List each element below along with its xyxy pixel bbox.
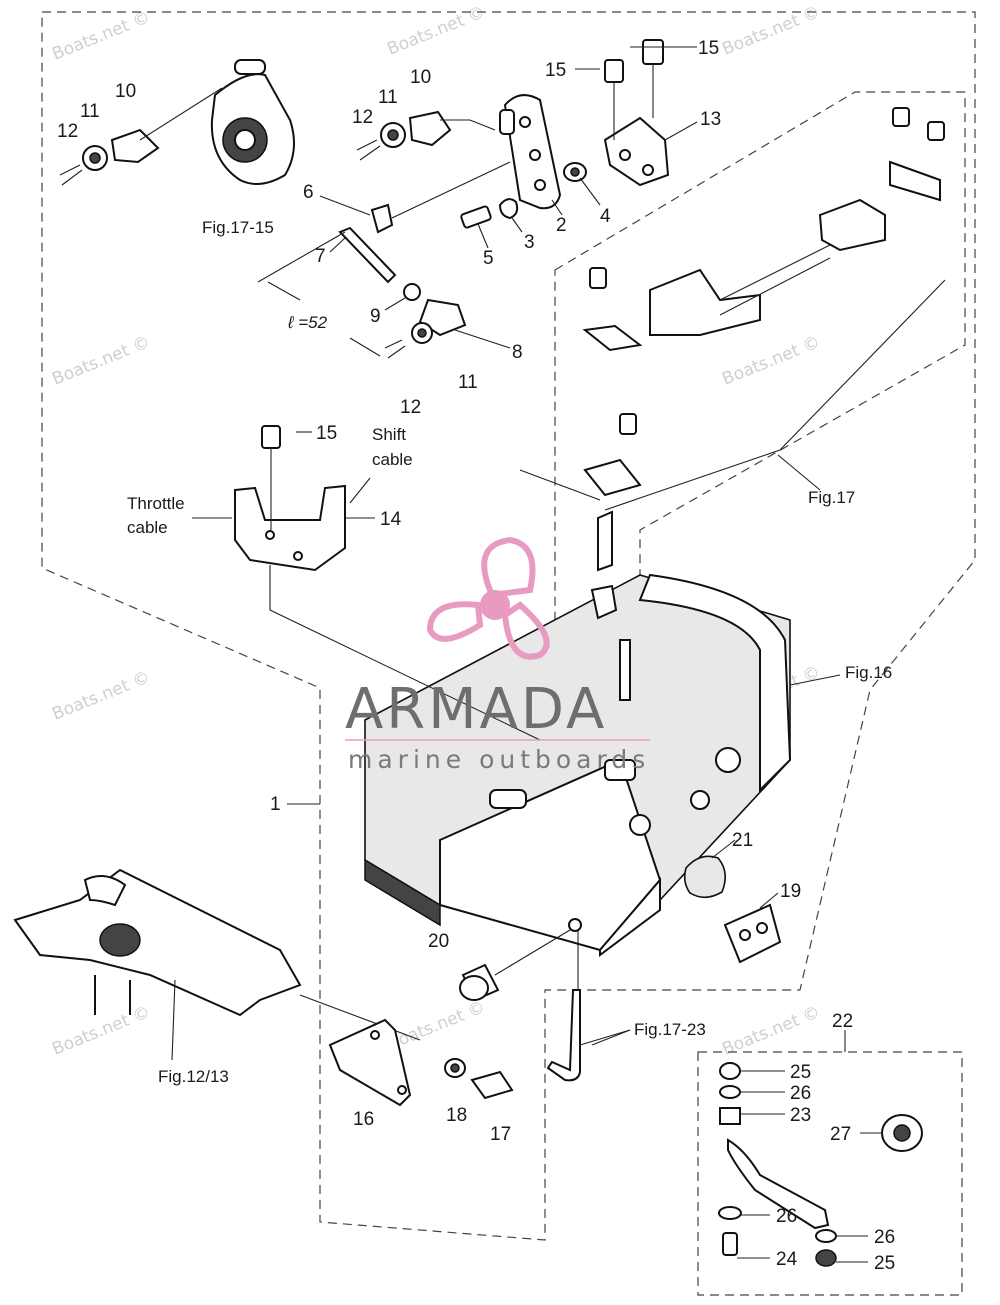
leader-lines: [171, 46, 882, 1263]
watermark-text: Boats.net ©: [719, 1002, 823, 1059]
length-note: ℓ =52: [287, 313, 328, 332]
fig-ref-16[interactable]: Fig.16: [845, 663, 892, 682]
propeller-icon: [426, 536, 550, 660]
part-callout-15[interactable]: 15: [545, 60, 566, 81]
throttle-cable-label: Throttle: [127, 494, 185, 513]
watermark-text: Boats.net ©: [49, 667, 153, 724]
notes: ℓ =52 Shift cable Throttle cable: [127, 313, 413, 537]
bracket-casting: [364, 573, 792, 957]
part-callout-27[interactable]: 27: [830, 1124, 851, 1145]
throttle-arm-assembly: [210, 59, 295, 185]
part-callout-14[interactable]: 14: [380, 509, 402, 530]
part-callout-18[interactable]: 18: [446, 1105, 467, 1126]
part-callout-13[interactable]: 13: [700, 109, 721, 130]
part-callout-26[interactable]: 26: [790, 1083, 811, 1104]
lever-assembly: [356, 39, 670, 229]
part-callout-25[interactable]: 25: [874, 1253, 895, 1274]
part-callout-17[interactable]: 17: [490, 1124, 511, 1145]
part-callout-2[interactable]: 2: [556, 215, 567, 236]
swivel-arm: [13, 868, 421, 1041]
lower-bracket-parts: [328, 929, 571, 1107]
l-pin: [546, 930, 581, 1082]
part-callout-15[interactable]: 15: [316, 423, 337, 444]
watermark-text: Boats.net ©: [49, 1002, 153, 1059]
part-callout-11[interactable]: 11: [458, 372, 478, 393]
throttle-rod: [257, 161, 511, 359]
shift-cable-label: cable: [372, 450, 413, 469]
part-callout-7[interactable]: 7: [315, 246, 326, 267]
figure-references: Fig.17-15 Fig.17 Fig.16 Fig.12/13 Fig.17…: [158, 218, 892, 1086]
part-callout-19[interactable]: 19: [780, 881, 801, 902]
fig-ref-12-13[interactable]: Fig.12/13: [158, 1067, 229, 1086]
part-callout-5[interactable]: 5: [483, 248, 494, 269]
part-callout-23[interactable]: 23: [790, 1105, 811, 1126]
brand-name: ARMADA: [345, 677, 607, 742]
part-callout-1[interactable]: 1: [270, 794, 281, 815]
part-callout-8[interactable]: 8: [512, 342, 523, 363]
watermark-text: Boats.net ©: [384, 2, 488, 59]
fig-ref-17-23[interactable]: Fig.17-23: [634, 1020, 706, 1039]
watermark-text: Boats.net ©: [49, 7, 153, 64]
throttle-cable-label: cable: [127, 518, 168, 537]
part-callout-11[interactable]: 11: [378, 87, 398, 108]
part-callout-26[interactable]: 26: [776, 1206, 797, 1227]
left-rod-end-parts: [59, 87, 223, 186]
shift-cable-label: Shift: [372, 425, 406, 444]
part-callout-16[interactable]: 16: [353, 1109, 374, 1130]
part-callout-9[interactable]: 9: [370, 306, 381, 327]
part-callout-12[interactable]: 12: [352, 107, 373, 128]
part-callout-12[interactable]: 12: [57, 121, 78, 142]
watermark-text: Boats.net ©: [719, 2, 823, 59]
link-rod-kit: [718, 1062, 923, 1267]
watermark-text: Boats.net ©: [384, 997, 488, 1054]
brand-tagline: marine outboards: [348, 745, 650, 774]
part-callout-6[interactable]: 6: [303, 182, 314, 203]
part-callout-22[interactable]: 22: [832, 1011, 853, 1032]
part-callout-15[interactable]: 15: [698, 38, 719, 59]
cable-bracket: [234, 425, 541, 741]
part-callout-26[interactable]: 26: [874, 1227, 895, 1248]
part-callout-3[interactable]: 3: [524, 232, 535, 253]
side-parts: [683, 855, 782, 964]
part-callout-21[interactable]: 21: [732, 830, 753, 851]
brand-logo: ARMADA marine outboards: [345, 536, 650, 774]
part-callout-4[interactable]: 4: [600, 206, 611, 227]
part-callout-10[interactable]: 10: [115, 81, 136, 102]
watermark-text: Boats.net ©: [719, 332, 823, 389]
watermark-text: Boats.net ©: [49, 332, 153, 389]
part-callout-25[interactable]: 25: [790, 1062, 811, 1083]
outline-top-assembly: [41, 11, 976, 1241]
fig-ref-17-15[interactable]: Fig.17-15: [202, 218, 274, 237]
part-callout-24[interactable]: 24: [776, 1249, 798, 1270]
part-callout-11[interactable]: 11: [80, 101, 100, 122]
part-callouts: 1 2 3 4 5 6 7 8 9 10 10 11 11 11 12 12 1…: [57, 38, 895, 1274]
part-callout-10[interactable]: 10: [410, 67, 431, 88]
fig-ref-17[interactable]: Fig.17: [808, 488, 855, 507]
part-callout-20[interactable]: 20: [428, 931, 449, 952]
fig17-inset-parts: [519, 107, 946, 620]
part-callout-12[interactable]: 12: [400, 397, 421, 418]
